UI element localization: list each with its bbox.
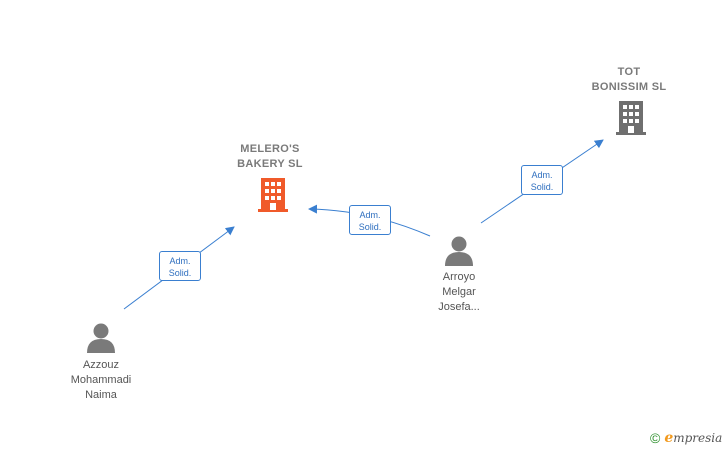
brand-e: e — [664, 430, 674, 446]
person-label-azzouz[interactable]: Azzouz Mohammadi Naima — [70, 359, 132, 401]
edge-label-azzouz-melero: Adm. Solid. — [159, 251, 201, 281]
brand-text: mpresia — [673, 431, 723, 445]
building-icon[interactable] — [616, 101, 646, 135]
edge-label-arroyo-melero: Adm. Solid. — [349, 205, 391, 235]
copyright-symbol: © — [650, 430, 661, 446]
building-icon[interactable] — [258, 178, 288, 212]
person-label-arroyo[interactable]: Arroyo Melgar Josefa... — [438, 271, 480, 313]
brand-name: empresia — [664, 430, 722, 446]
person-icon[interactable] — [445, 236, 473, 267]
edge-label-arroyo-tot: Adm. Solid. — [521, 165, 563, 195]
brand-watermark: © empresia — [650, 430, 722, 446]
company-label-tot[interactable]: TOT BONISSIM SL — [591, 66, 667, 93]
person-icon[interactable] — [87, 323, 115, 354]
company-label-melero[interactable]: MELERO'S BAKERY SL — [237, 143, 303, 170]
